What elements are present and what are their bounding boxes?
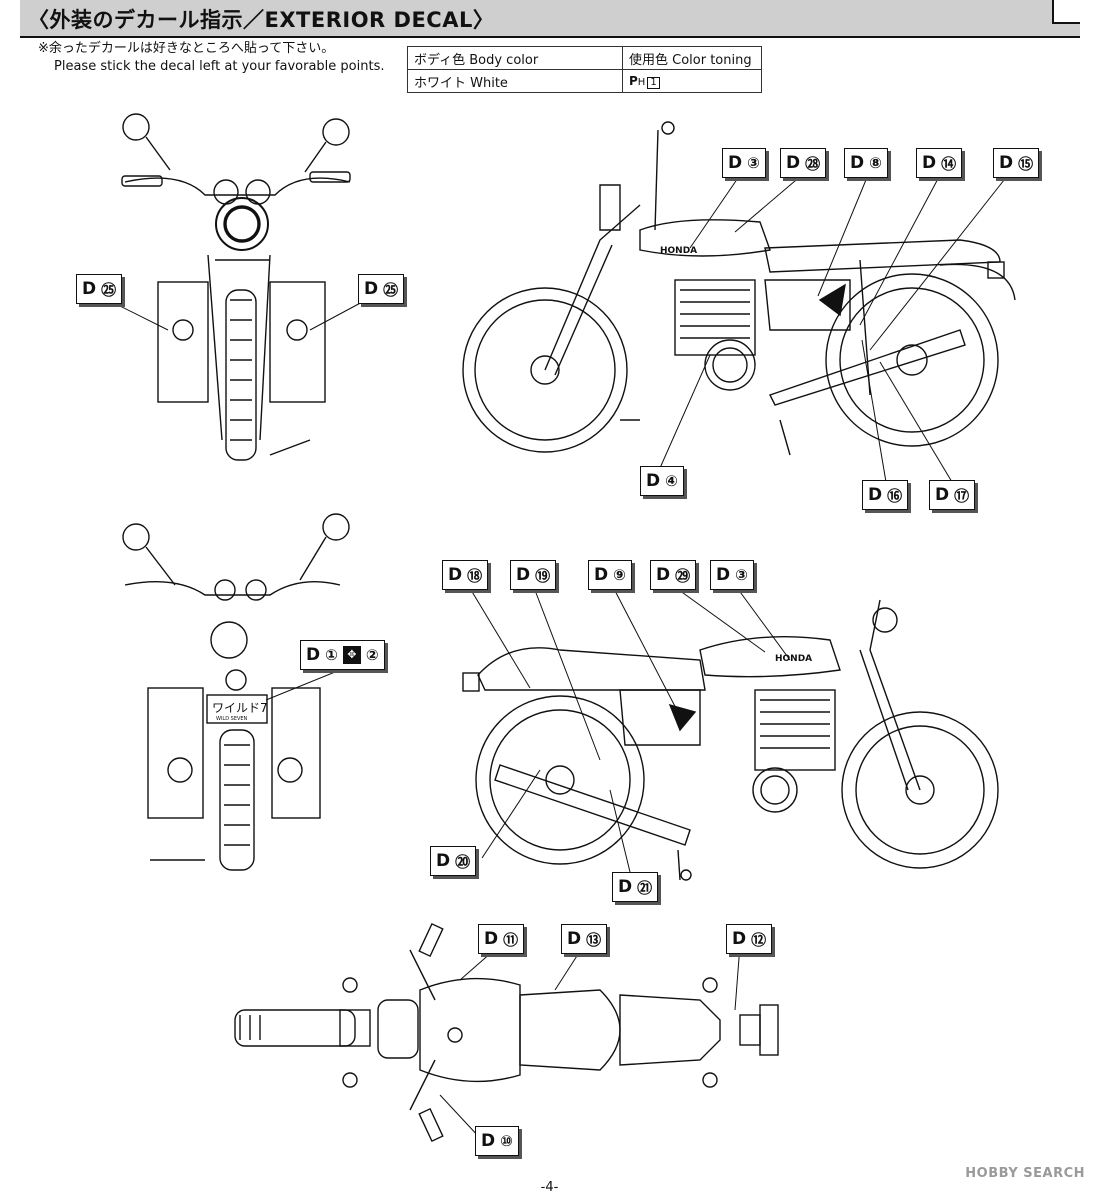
decal-letter: D [850,153,865,173]
decal-letter: D [364,279,379,299]
decal-letter: D [728,153,743,173]
decal-number: ⑱ [467,566,483,585]
decal-label-side2-20: D ⑳ [430,846,477,876]
tank-brand-1: HONDA [660,246,697,256]
decal-letter: D [999,153,1014,173]
decal-letter: D [786,153,801,173]
decal-label-side1-15: D ⑮ [993,148,1040,178]
decal-number: ① [325,646,338,664]
plate-en: WILD SEVEN [216,716,248,722]
decal-number: ⑫ [751,930,767,949]
note-en: Please stick the decal left at your favo… [54,59,385,74]
decal-number: ⑩ [500,1132,513,1150]
color-table: ボディ色 Body color 使用色 Color toning ホワイト Wh… [407,46,762,93]
decal-label-top-12: D ⑫ [726,924,773,954]
color-table-body-white: ホワイト White [407,69,623,93]
decal-label-side2-3: D ③ [710,560,754,590]
decal-number: ㉙ [675,566,691,585]
decal-letter: D [448,565,463,585]
top-view-bike [234,922,779,1143]
front-view-bike [121,113,351,461]
decal-letter: D [935,485,950,505]
page-number: -4- [540,1180,559,1195]
decal-number: ② [365,646,379,664]
decal-number: ⑲ [535,566,551,585]
note-jp: ※余ったデカールは好きなところへ貼って下さい。 [38,41,335,56]
watermark: HOBBY SEARCH [965,1166,1085,1181]
tone-sub: H [637,76,646,88]
decal-number: ⑪ [503,930,519,949]
decal-label-top-10: D ⑩ [475,1126,519,1156]
decal-letter: D [732,929,747,949]
decal-letter: D [716,565,731,585]
decal-number: ㉑ [637,878,653,897]
decal-label-side1-28: D ㉘ [780,148,827,178]
decal-number: ③ [735,566,748,584]
decal-letter: D [82,279,97,299]
decal-number: ⑰ [954,486,970,505]
decal-letter: D [481,1131,496,1151]
decal-label-front-right: D ㉕ [358,274,405,304]
decal-label-side2-21: D ㉑ [612,872,659,902]
decal-number: ⑮ [1018,154,1034,173]
decal-label-side2-29: D ㉙ [650,560,697,590]
decal-number: ⑬ [586,930,602,949]
decal-letter: D [868,485,883,505]
decal-number: ㉕ [383,280,399,299]
decal-letter: D [618,877,633,897]
plate-jp: ワイルド7 [212,701,268,715]
decal-letter: D [484,929,499,949]
decal-label-side1-8: D ⑧ [844,148,888,178]
decal-number: ③ [747,154,760,172]
decal-letter: D [646,471,661,491]
tank-brand-2: HONDA [775,654,812,664]
decal-number: ⑳ [455,852,471,871]
tone-prefix: P [629,73,638,88]
decal-number: ㉕ [101,280,117,299]
decal-label-side2-19: D ⑲ [510,560,557,590]
decal-number: ⑧ [869,154,882,172]
decal-letter: D [656,565,671,585]
section-header: 〈外装のデカール指示／EXTERIOR DECAL〉 [20,0,1080,38]
position-arrows-icon: ✥ [342,646,361,664]
decal-letter: D [516,565,531,585]
decal-letter: D [594,565,609,585]
decal-letter: D [567,929,582,949]
decal-label-side1-3: D ③ [722,148,766,178]
header-corner [1052,0,1080,24]
decal-letter: D [922,153,937,173]
decal-label-side2-18: D ⑱ [442,560,489,590]
decal-label-side1-4: D ④ [640,466,684,496]
decal-label-rear-1-2: D ① ✥ ② [300,640,385,670]
decal-label-side1-16: D ⑯ [862,480,909,510]
decal-note: ※余ったデカールは好きなところへ貼って下さい。 Please stick the… [38,40,384,76]
decal-number: ⑨ [613,566,626,584]
tone-number: 1 [647,76,660,89]
section-title: 〈外装のデカール指示／EXTERIOR DECAL〉 [28,8,495,32]
decal-number: ④ [665,472,678,490]
decal-label-top-11: D ⑪ [478,924,525,954]
decal-label-front-left: D ㉕ [76,274,123,304]
side-view-right-bike [462,121,1016,456]
decal-label-side1-14: D ⑭ [916,148,963,178]
decal-label-side1-17: D ⑰ [929,480,976,510]
decal-number: ⑭ [941,154,957,173]
decal-label-top-13: D ⑬ [561,924,608,954]
decal-letter: D [436,851,451,871]
decal-number: ㉘ [805,154,821,173]
decal-number: ⑯ [887,486,903,505]
decal-letter: D [306,645,321,665]
decal-label-side2-9: D ⑨ [588,560,632,590]
side-view-left-bike [462,599,999,881]
